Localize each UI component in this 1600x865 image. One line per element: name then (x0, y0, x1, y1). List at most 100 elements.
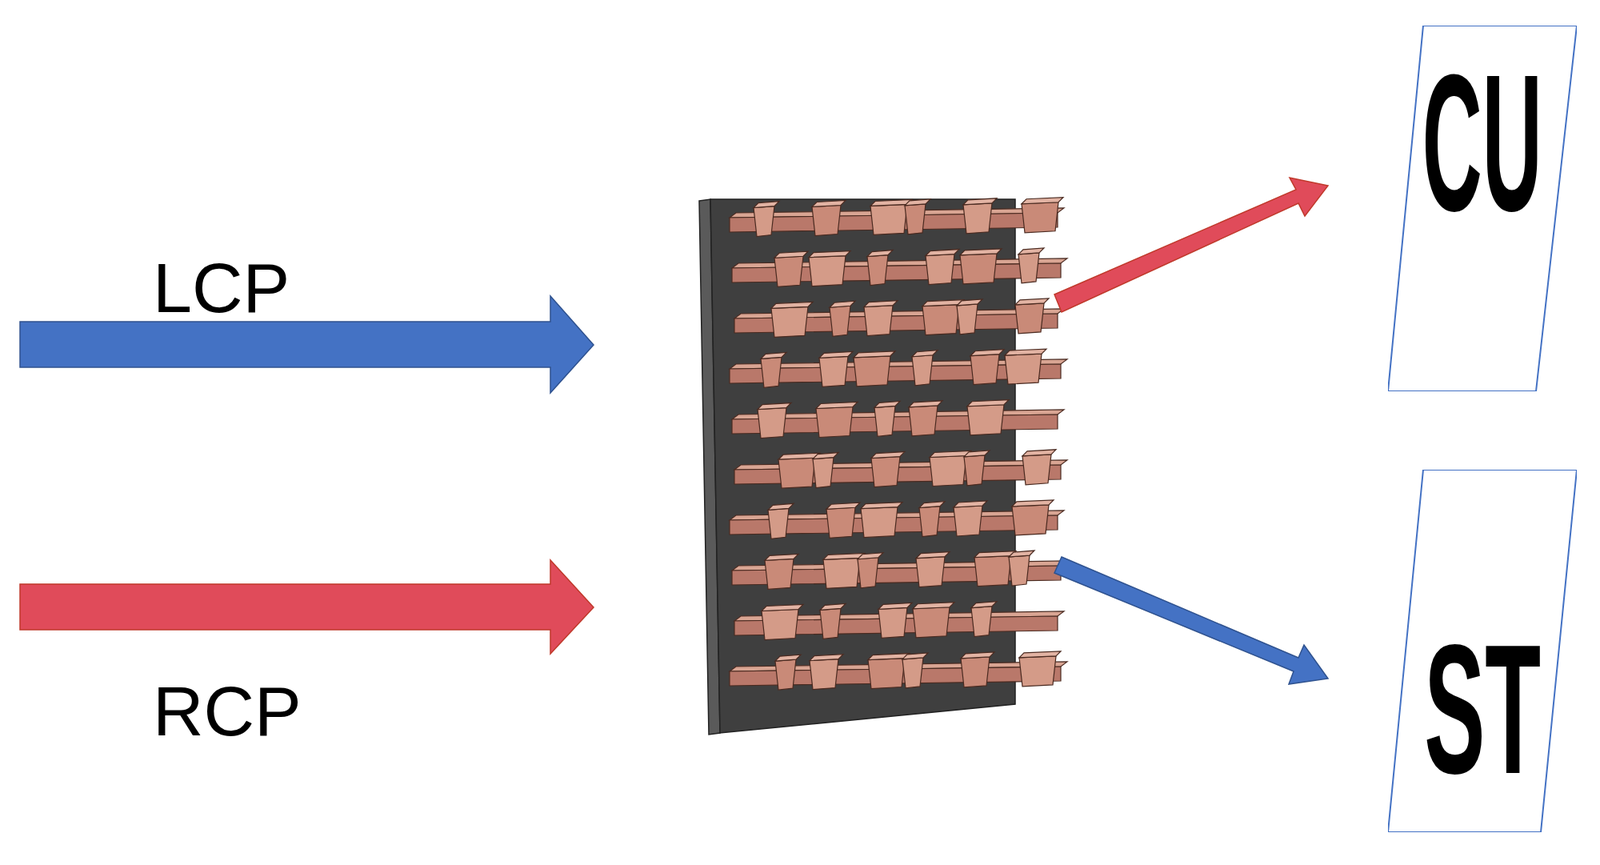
copper-fin (826, 507, 856, 538)
copper-fin (974, 556, 1012, 587)
copper-fin (1018, 248, 1044, 255)
copper-fin (912, 350, 938, 357)
copper-fin (971, 601, 997, 608)
polarization-label: LCP (152, 252, 290, 324)
lcp-arrow (20, 296, 594, 393)
panel-letters: ST (1424, 616, 1541, 802)
copper-fin (960, 253, 997, 284)
copper-fin (771, 301, 813, 308)
copper-fin (819, 356, 848, 387)
copper-fin (908, 400, 943, 408)
copper-fin (925, 249, 960, 256)
copper-fin (812, 200, 846, 208)
copper-fin (1004, 353, 1042, 384)
copper-fin (902, 657, 924, 688)
copper-fin (874, 405, 896, 436)
copper-fin (812, 452, 839, 460)
copper-fin (761, 609, 799, 640)
copper-fin (971, 606, 992, 637)
copper-fin (823, 557, 860, 588)
copper-fin (857, 552, 884, 560)
copper-fin (768, 508, 789, 539)
copper-fin (1022, 454, 1052, 485)
copper-fin (908, 405, 938, 436)
copper-fin (956, 304, 978, 335)
copper-fin (820, 603, 846, 610)
copper-fin (953, 500, 988, 508)
copper-fin (867, 250, 893, 257)
copper-fin (916, 552, 950, 559)
copper-fin (764, 553, 799, 560)
copper-fin (963, 198, 997, 205)
copper-fin (874, 400, 900, 408)
copper-fin (826, 502, 860, 509)
copper-fin (820, 608, 841, 639)
copper-fin (922, 304, 960, 336)
st-out-arrow (1054, 556, 1328, 684)
copper-fin (812, 205, 841, 236)
copper-fin (853, 351, 896, 358)
copper-fin (764, 558, 794, 589)
copper-fin (916, 556, 945, 588)
copper-fin (970, 354, 1000, 385)
copper-fin (809, 659, 839, 690)
copper-fin (760, 352, 787, 359)
copper-fin (1021, 202, 1059, 233)
panel-letters: CU (1422, 45, 1543, 241)
copper-fin (960, 652, 995, 659)
copper-fin (753, 201, 780, 208)
copper-fin (970, 349, 1004, 356)
copper-fin (753, 206, 775, 237)
copper-fin (1018, 252, 1040, 284)
copper-fin (919, 501, 945, 508)
copper-fin (960, 656, 990, 688)
detector-panel: CU (1388, 25, 1577, 392)
copper-fin (1019, 651, 1061, 658)
copper-fin (812, 457, 834, 488)
copper-fin (757, 408, 787, 439)
copper-fin (1021, 197, 1064, 204)
detector-panel: ST (1388, 469, 1577, 832)
copper-fin (929, 455, 967, 486)
copper-fin (860, 502, 903, 509)
copper-fin (1012, 504, 1049, 536)
copper-fin (925, 254, 955, 285)
copper-fin (1015, 303, 1044, 334)
copper-fin (963, 203, 992, 234)
copper-fin (1012, 500, 1054, 507)
rcp-arrow (20, 560, 594, 654)
copper-fin (829, 305, 851, 336)
copper-fin (902, 652, 928, 660)
copper-fin (953, 505, 983, 536)
copper-fin (853, 356, 891, 387)
copper-fin (1019, 656, 1056, 687)
copper-fin (760, 356, 782, 388)
copper-fin (912, 355, 933, 386)
copper-fin (1015, 298, 1049, 305)
copper-fin (778, 457, 816, 488)
copper-fin (967, 404, 1004, 436)
copper-fin (809, 654, 844, 661)
copper-fin (757, 403, 792, 410)
copper-fin (878, 602, 912, 609)
copper-fin (919, 506, 940, 537)
copper-fin (1004, 348, 1047, 356)
copper-fin (964, 455, 985, 486)
copper-fin (871, 456, 900, 488)
copper-fin (870, 204, 908, 235)
copper-fin (964, 450, 990, 457)
copper-fin (1008, 555, 1030, 586)
copper-fin (761, 604, 804, 612)
copper-fins (729, 197, 1068, 690)
copper-fin (774, 256, 804, 287)
copper-fin (816, 401, 858, 408)
copper-fin (768, 503, 794, 510)
copper-fin (771, 306, 808, 337)
copper-fin (775, 659, 796, 690)
copper-fin (871, 452, 905, 459)
copper-fin (912, 602, 955, 609)
copper-fin (1022, 449, 1056, 456)
copper-fin (912, 607, 950, 638)
copper-fin (960, 248, 1002, 256)
copper-fin (857, 557, 879, 588)
